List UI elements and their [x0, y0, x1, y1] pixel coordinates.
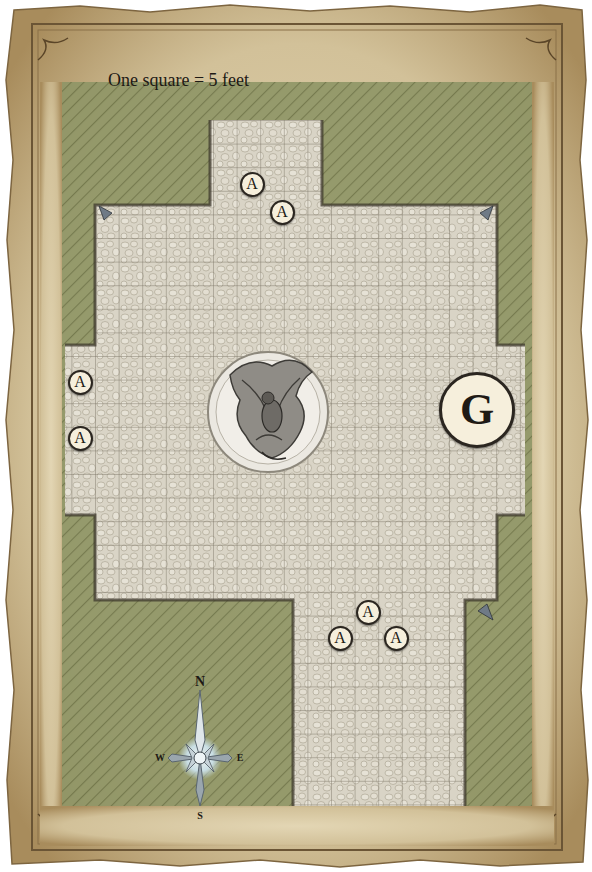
token-letter: A	[362, 604, 374, 620]
creature-token: A	[384, 626, 409, 651]
compass-rose	[168, 690, 232, 806]
token-letter: A	[74, 430, 86, 446]
token-letter: A	[390, 630, 402, 646]
token-letter: A	[74, 374, 86, 390]
compass-south: S	[197, 811, 203, 821]
floor-edge	[65, 120, 525, 806]
giant-token: G	[439, 372, 515, 448]
token-letter: A	[334, 630, 346, 646]
creature-token: A	[328, 626, 353, 651]
compass-east: E	[237, 753, 244, 763]
token-letter: A	[246, 176, 258, 192]
token-letter: G	[460, 388, 494, 432]
compass-west: W	[155, 753, 165, 763]
compass-north: N	[195, 675, 205, 689]
creature-token: A	[68, 426, 93, 451]
wall-spike	[99, 206, 493, 620]
creature-token: A	[240, 172, 265, 197]
parchment	[6, 5, 588, 867]
creature-token: A	[270, 200, 295, 225]
floor	[40, 100, 560, 820]
creature-token: A	[356, 600, 381, 625]
token-letter: A	[276, 204, 288, 220]
dragon-statue	[208, 352, 328, 472]
scale-note: One square = 5 feet	[108, 71, 249, 89]
frame	[32, 24, 562, 850]
creature-token: A	[68, 370, 93, 395]
